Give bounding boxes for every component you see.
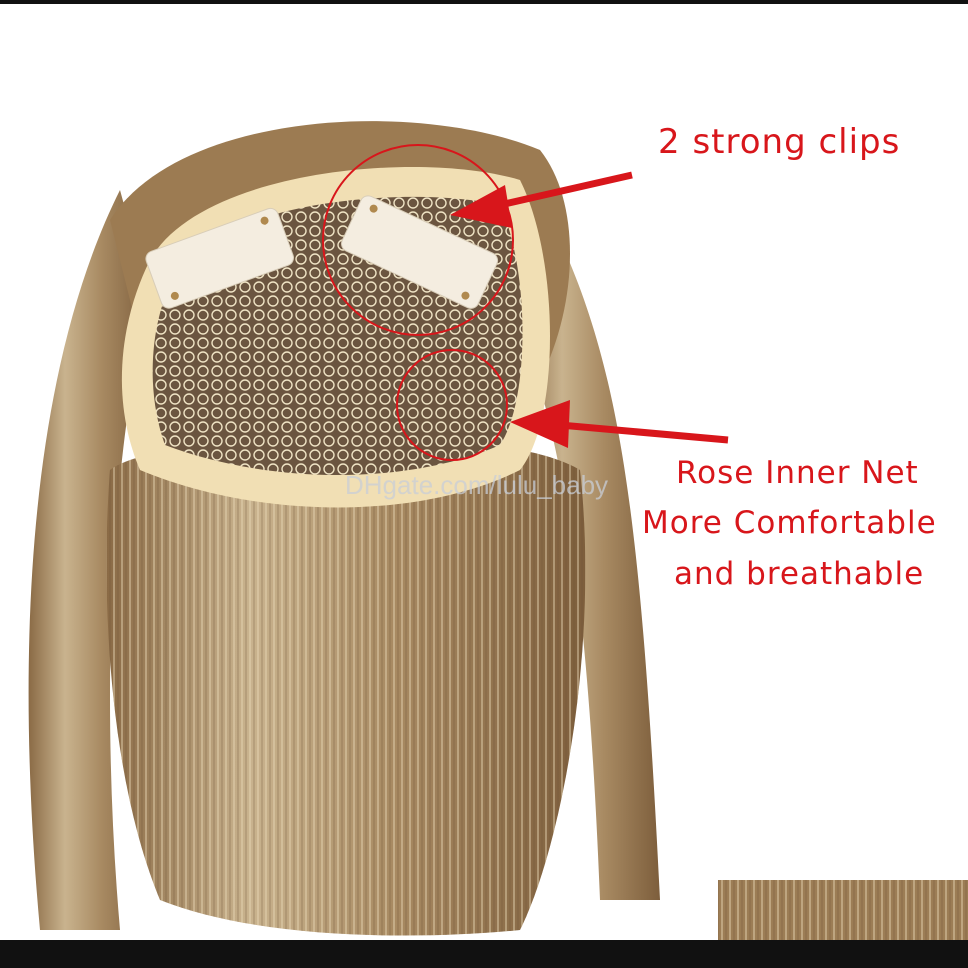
net-highlight-circle — [396, 349, 508, 461]
net-arrow — [510, 400, 729, 448]
clip-right — [341, 195, 499, 309]
left-side-strand — [28, 190, 150, 930]
top-border — [0, 0, 968, 4]
net-callout-line1: Rose Inner Net — [676, 455, 919, 491]
bangs-strands — [106, 436, 586, 936]
bottom-border — [0, 940, 968, 968]
right-side-strand — [520, 200, 660, 900]
watermark: DHgate.com/lulu_baby — [345, 470, 609, 500]
net-callout-line2: More Comfortable — [642, 505, 937, 541]
clips-callout: 2 strong clips — [658, 122, 901, 162]
clip-left — [145, 207, 294, 309]
net-callout-line3: and breathable — [674, 556, 925, 592]
clips-arrow — [450, 171, 633, 228]
clips-highlight-circle — [322, 144, 514, 336]
